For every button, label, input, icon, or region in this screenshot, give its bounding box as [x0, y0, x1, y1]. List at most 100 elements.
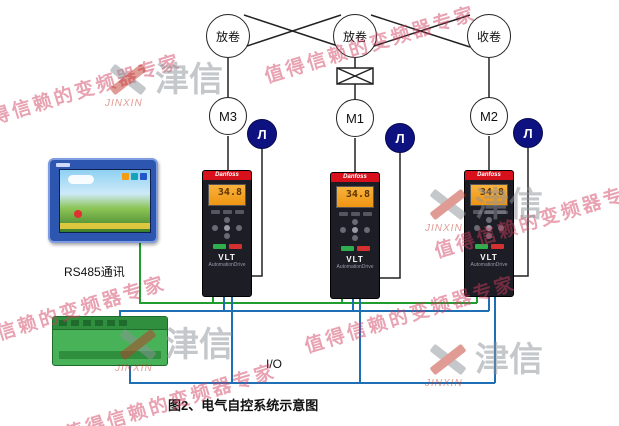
- keypad-button: [222, 210, 232, 214]
- stop-button: [356, 246, 370, 251]
- encoder-cable: [252, 149, 263, 277]
- nav-up-button: [352, 219, 358, 225]
- danfoss-logo: Danfoss: [465, 171, 513, 180]
- keypad-button: [350, 212, 360, 216]
- keypad-button: [210, 210, 220, 214]
- drive-display-value: 34.8: [217, 187, 242, 198]
- motor-label: M1: [345, 110, 365, 126]
- hmi-icon: [122, 173, 129, 180]
- io-label: I/O: [266, 357, 283, 371]
- encoder-icon: Л: [385, 123, 415, 153]
- nav-right-button: [498, 225, 504, 231]
- plc-vent-row: [53, 317, 167, 330]
- nav-ok-button: [224, 225, 230, 231]
- encoder-glyph: Л: [395, 130, 405, 146]
- nav-left-button: [474, 225, 480, 231]
- roll-label: 收卷: [476, 29, 501, 44]
- drive-display: 34.8: [470, 184, 508, 206]
- plc-vent: [83, 320, 91, 326]
- encoder-glyph: Л: [523, 125, 533, 141]
- hmi-icon: [131, 173, 138, 180]
- nav-right-button: [364, 227, 370, 233]
- keypad-button: [234, 210, 244, 214]
- drive-keypad-row: [203, 210, 251, 214]
- keypad-button: [484, 210, 494, 214]
- encoder-cable: [380, 153, 401, 279]
- nav-left-button: [340, 227, 346, 233]
- drive-model-label: VLT: [480, 253, 498, 262]
- plc-terminal-strip: [59, 351, 161, 359]
- nav-ok-button: [486, 225, 492, 231]
- drive-nav-cluster: [465, 216, 513, 240]
- encoder-icon: Л: [247, 119, 277, 149]
- nav-down-button: [352, 235, 358, 241]
- start-button: [340, 246, 354, 251]
- plc-unit: [52, 316, 168, 366]
- nav-up-button: [486, 217, 492, 223]
- drive-run-stop-row: [465, 244, 513, 249]
- vfd-drive-2: Danfoss 34.8 VLT AutomationDrive: [330, 172, 380, 299]
- stop-button: [490, 244, 504, 249]
- unwind-roll-2: 放卷: [333, 14, 377, 58]
- drive-display-value: 34.8: [479, 187, 504, 198]
- nav-left-button: [212, 225, 218, 231]
- keypad-button: [338, 212, 348, 216]
- encoder-icon: Л: [513, 118, 543, 148]
- nav-down-button: [224, 233, 230, 239]
- drive-display: 34.8: [208, 184, 246, 206]
- drive-model-label: VLT: [346, 255, 364, 264]
- web-line: [243, 14, 342, 48]
- motor-label: M3: [218, 108, 238, 124]
- start-button: [212, 244, 226, 249]
- danfoss-logo: Danfoss: [203, 171, 251, 180]
- stop-button: [228, 244, 242, 249]
- unwind-roll-1: 放卷: [206, 14, 250, 58]
- drive-series-label: AutomationDrive: [208, 262, 246, 268]
- nav-ok-button: [352, 227, 358, 233]
- keypad-button: [472, 210, 482, 214]
- danfoss-logo: Danfoss: [331, 173, 379, 182]
- keypad-button: [362, 212, 372, 216]
- hmi-bottom-strip: [60, 223, 150, 229]
- hmi-icon: [140, 173, 147, 180]
- drive-keypad-row: [465, 210, 513, 214]
- drive-display-value: 34.8: [345, 189, 370, 200]
- figure-caption: 图2、电气自控系统示意图: [168, 398, 319, 413]
- start-button: [474, 244, 488, 249]
- rewind-roll: 收卷: [467, 14, 511, 58]
- motor-m2: M2: [470, 97, 508, 135]
- drive-run-stop-row: [203, 244, 251, 249]
- drive-series-label: AutomationDrive: [470, 262, 508, 268]
- drive-nav-cluster: [331, 218, 379, 242]
- drive-run-stop-row: [331, 246, 379, 251]
- drive-series-label: AutomationDrive: [336, 264, 374, 270]
- plc-vent: [119, 320, 127, 326]
- rs485-label: RS485通讯: [64, 265, 125, 279]
- io-bus-lower: [129, 366, 495, 384]
- encoder-cable: [514, 148, 529, 277]
- plc-vent: [95, 320, 103, 326]
- roll-label: 放卷: [215, 29, 240, 44]
- vfd-drive-3: Danfoss 34.8 VLT AutomationDrive: [464, 170, 514, 297]
- hmi-brand-mark: [56, 163, 70, 167]
- drive-keypad-row: [331, 212, 379, 216]
- motor-m1: M1: [336, 99, 374, 137]
- motor-m3: M3: [209, 97, 247, 135]
- nav-up-button: [224, 217, 230, 223]
- web-line: [370, 14, 471, 48]
- hmi-panel: [48, 158, 158, 243]
- tension-box-diagonal: [336, 67, 374, 85]
- motor-label: M2: [479, 108, 499, 124]
- drive-display: 34.8: [336, 186, 374, 208]
- hmi-screen: [59, 169, 151, 233]
- nav-right-button: [236, 225, 242, 231]
- rs485-bus: [139, 243, 477, 304]
- keypad-button: [496, 210, 506, 214]
- plc-vent: [71, 320, 79, 326]
- plc-vent: [107, 320, 115, 326]
- nav-down-button: [486, 233, 492, 239]
- cloud-graphic: [68, 175, 94, 184]
- roll-label: 放卷: [342, 29, 367, 44]
